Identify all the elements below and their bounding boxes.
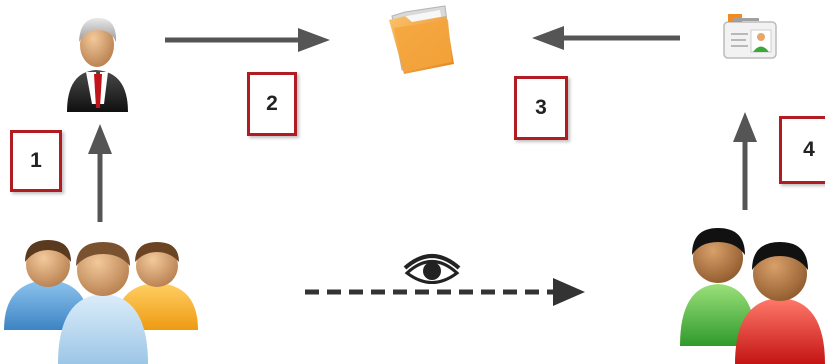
step-badge-1: 1 — [10, 130, 62, 192]
step-badge-3: 3 — [514, 76, 568, 140]
user-group-icon — [4, 240, 198, 364]
step-badge-4: 4 — [779, 116, 825, 184]
id-card-icon — [723, 14, 777, 59]
arrow-manager-to-folder — [165, 28, 330, 52]
arrow-card-to-folder — [532, 26, 680, 50]
arrow-pair-to-card — [733, 112, 757, 210]
arrow-group-to-manager — [88, 124, 112, 222]
step-badge-2: 2 — [247, 72, 297, 136]
folder-icon — [389, 5, 454, 74]
eye-icon — [403, 254, 461, 284]
dashed-arrow-observe — [305, 278, 585, 306]
businessman-icon — [67, 18, 128, 112]
user-pair-icon — [680, 228, 825, 364]
